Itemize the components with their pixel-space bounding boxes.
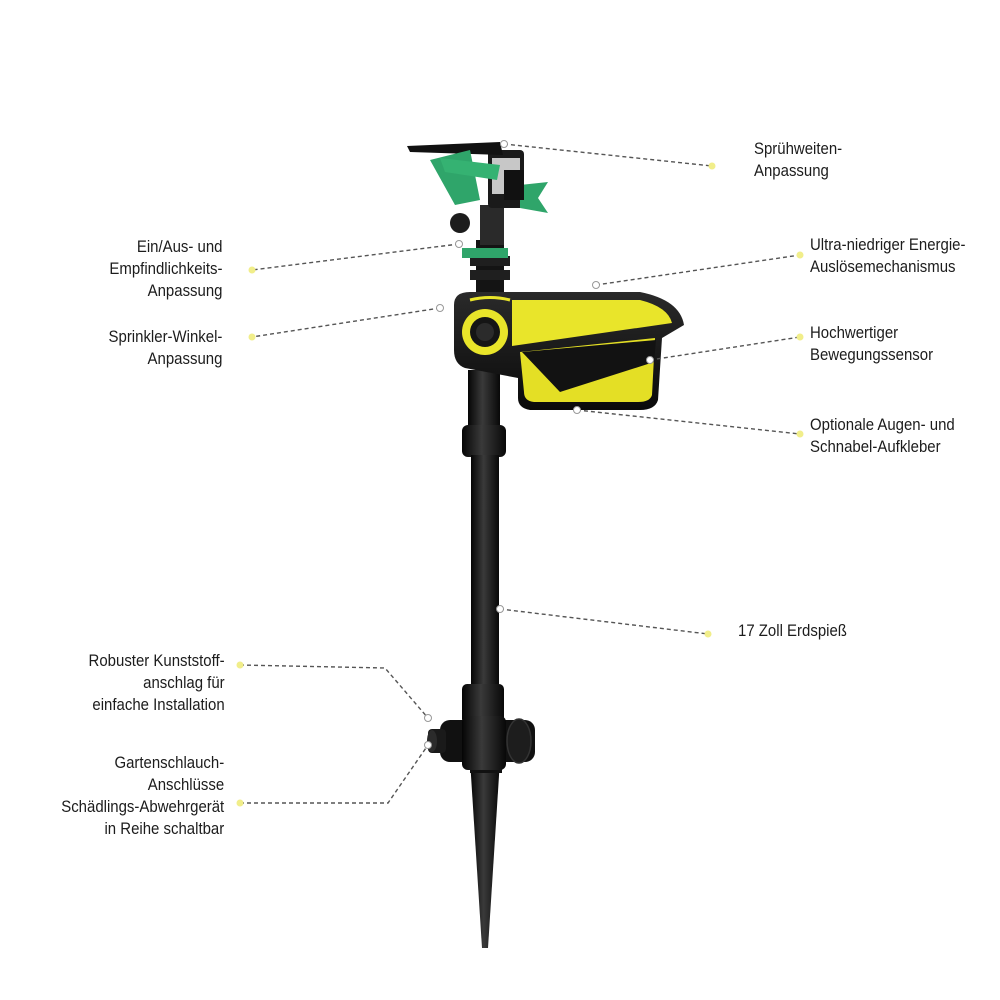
- label-motion-sensor: Hochwertiger Bewegungssensor: [810, 323, 934, 364]
- leader-lines: [239, 143, 801, 804]
- label-eye-beak-stickers: Optionale Augen- und Schnabel-Aufkleber: [810, 415, 955, 456]
- label-ground-spike: 17 Zoll Erdspieß: [738, 621, 847, 640]
- marker-dots: [236, 140, 804, 807]
- label-spray-range: Sprühweiten- Anpassung: [754, 139, 843, 180]
- label-plastic-stop: Robuster Kunststoff- anschlag für einfac…: [88, 651, 225, 714]
- label-sprinkler-angle: Sprinkler-Winkel- Anpassung: [108, 327, 222, 368]
- ground-spike-icon: [462, 370, 506, 948]
- label-hose-connections: Gartenschlauch- Anschlüsse Schädlings-Ab…: [61, 753, 224, 838]
- label-low-energy-trigger: Ultra-niedriger Energie- Auslösemechanis…: [810, 235, 966, 276]
- motion-sensor-housing-icon: [454, 292, 684, 410]
- sprinkler-head-icon: [407, 142, 548, 292]
- hose-connector-icon: [427, 716, 535, 770]
- label-on-off-sensitivity: Ein/Aus- und Empfindlichkeits- Anpassung: [108, 237, 222, 300]
